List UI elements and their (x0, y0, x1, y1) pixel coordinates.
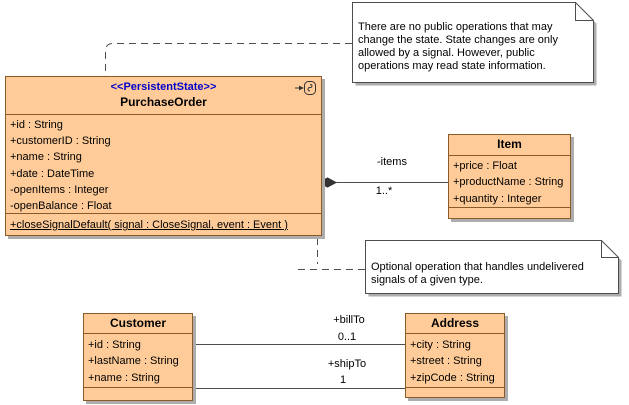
class-purchaseorder-header: <<PersistentState>> PurchaseOrder (6, 77, 321, 115)
attribute-item: +lastName : String (88, 355, 179, 368)
items-multiplicity-label: 1..* (375, 185, 393, 197)
class-customer-operations (84, 388, 192, 400)
class-item-header: Item (449, 135, 570, 156)
class-purchaseorder-attributes: +id : String +customerID : String +name … (6, 115, 321, 214)
class-item-operations (449, 208, 570, 218)
class-item-attributes: +price : Float +productName : String +qu… (449, 156, 570, 208)
note-state[interactable] (352, 2, 597, 86)
attribute-item: +productName : String (453, 176, 564, 189)
attribute-item: +city : String (410, 339, 471, 351)
stereotype-label: <<PersistentState>> (110, 81, 217, 93)
note-state-body[interactable] (352, 2, 594, 83)
shipto-role-label: +shipTo (327, 358, 367, 370)
attribute-item: +id : String (88, 339, 141, 351)
class-purchaseorder[interactable]: <<PersistentState>> PurchaseOrder +id : … (5, 76, 322, 236)
class-name: Item (497, 137, 522, 151)
class-address[interactable]: Address +city : String +street : String … (405, 313, 505, 398)
state-machine-icon (295, 81, 316, 95)
note-signal-fold-icon (601, 240, 619, 258)
note-signal-body[interactable] (365, 240, 619, 294)
operation-item: +closeSignalDefault( signal : CloseSigna… (10, 219, 288, 231)
billto-role-label: +billTo (333, 314, 365, 326)
shipto-multiplicity-label: 1 (339, 374, 347, 386)
note-state-anchor-line[interactable] (105, 43, 353, 77)
class-address-attributes: +city : String +street : String +zipCode… (406, 334, 504, 388)
class-customer-attributes: +id : String +lastName : String +name : … (84, 334, 192, 388)
attribute-item: +name : String (88, 371, 160, 384)
billto-multiplicity-label: 0..1 (337, 331, 357, 343)
note-signal[interactable] (365, 240, 622, 297)
class-name: Address (430, 316, 480, 330)
attribute-item: +id : String (10, 119, 63, 131)
class-name: Customer (109, 316, 166, 330)
items-role-label: -items (377, 156, 407, 168)
attribute-item: -openItems : Integer (10, 183, 109, 196)
class-name: PurchaseOrder (120, 95, 207, 109)
class-address-operations (406, 388, 504, 397)
class-customer-header: Customer (84, 314, 192, 334)
class-address-header: Address (406, 314, 504, 334)
attribute-item: +quantity : Integer (453, 192, 542, 205)
attribute-item: +price : Float (453, 160, 517, 172)
attribute-item: +street : String (410, 355, 482, 368)
attribute-item: +customerID : String (10, 135, 111, 148)
class-customer[interactable]: Customer +id : String +lastName : String… (83, 313, 193, 401)
attribute-item: +name : String (10, 151, 82, 164)
attribute-item: +zipCode : String (410, 371, 495, 384)
note-state-text: There are no public operations that may … (358, 21, 558, 72)
attribute-item: -openBalance : Float (10, 200, 112, 213)
class-purchaseorder-operations: +closeSignalDefault( signal : CloseSigna… (6, 214, 321, 235)
note-signal-text: Optional operation that handles undelive… (371, 261, 584, 286)
composition-diamond-icon (317, 177, 338, 188)
class-item[interactable]: Item +price : Float +productName : Strin… (448, 134, 571, 219)
note-state-fold-icon (575, 2, 594, 21)
attribute-item: +date : DateTime (10, 167, 95, 180)
